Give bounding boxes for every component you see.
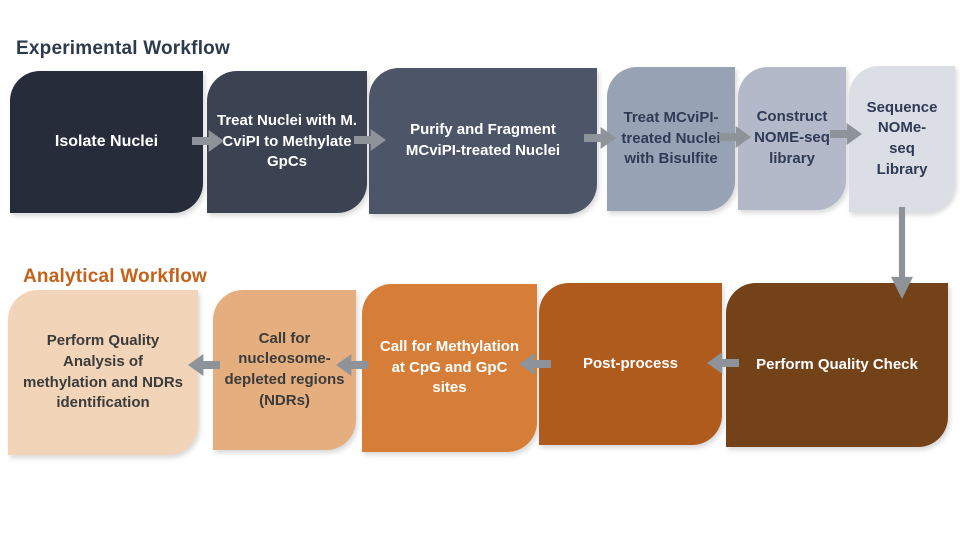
step-label: Post-process — [582, 354, 679, 372]
step-quality-check: Perform Quality Check — [726, 283, 948, 447]
step-label: Treat Nuclei with M. CviPI to Methylate … — [216, 111, 358, 171]
step-bisulfite-treatment: Treat MCviPI-treated Nuclei with Bisulfi… — [607, 67, 735, 211]
analytical-workflow-title: Analytical Workflow — [23, 266, 207, 287]
step-label: Isolate Nuclei — [54, 132, 159, 150]
step-construct-library: Construct NOME-seq library — [738, 67, 846, 210]
step-purify-fragment-nuclei: Purify and Fragment MCviPI-treated Nucle… — [369, 68, 597, 214]
step-call-ndrs: Call for nucleosome-depleted regions (ND… — [213, 290, 356, 450]
step-isolate-nuclei: Isolate Nuclei — [10, 71, 203, 213]
step-label: Sequence NOMe-seq Library — [866, 98, 938, 178]
step-quality-analysis-ndr-identification: Perform Quality Analysis of methylation … — [8, 290, 198, 455]
step-label: Construct NOME-seq library — [754, 108, 830, 167]
step-label: Perform Quality Analysis of methylation … — [22, 332, 184, 412]
step-post-process: Post-process — [539, 283, 722, 445]
step-label: Perform Quality Check — [756, 355, 918, 373]
step-label: Treat MCviPI-treated Nuclei with Bisulfi… — [621, 108, 721, 168]
step-label: Call for Methylation at CpG and GpC site… — [379, 337, 520, 397]
experimental-workflow-title: Experimental Workflow — [16, 38, 230, 59]
step-treat-nuclei-mcvipi: Treat Nuclei with M. CviPI to Methylate … — [207, 71, 367, 213]
step-label: Call for nucleosome-depleted regions (ND… — [224, 329, 345, 409]
step-label: Purify and Fragment MCviPI-treated Nucle… — [405, 121, 561, 159]
step-call-methylation: Call for Methylation at CpG and GpC site… — [362, 284, 537, 452]
step-sequence-library: Sequence NOMe-seq Library — [849, 66, 955, 212]
